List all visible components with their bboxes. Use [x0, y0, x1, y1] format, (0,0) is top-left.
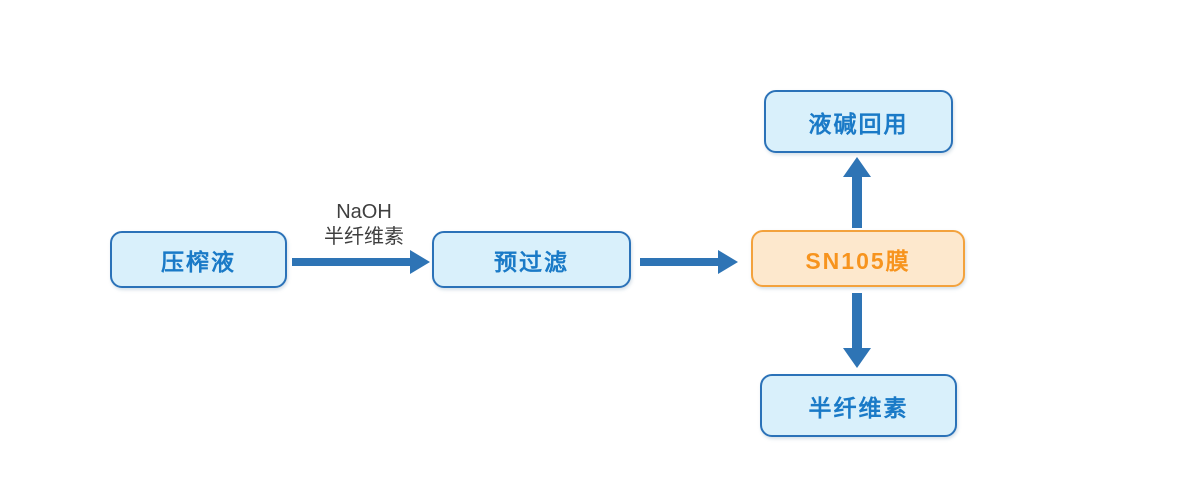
arrow-shaft — [292, 258, 412, 266]
node-press-liquid: 压榨液 — [110, 231, 287, 288]
edge-label-line2: 半纤维素 — [324, 226, 404, 248]
edge-label-naoh-hemicellulose: NaOH 半纤维素 — [294, 200, 434, 250]
arrow-head — [843, 157, 871, 177]
node-pre-filter-label: 预过滤 — [494, 248, 569, 275]
arrow-head — [843, 348, 871, 368]
arrow-right-icon — [640, 250, 738, 274]
node-alkali-reuse-label: 液碱回用 — [808, 110, 909, 137]
node-sn105-membrane: SN105膜 — [751, 230, 965, 287]
node-press-liquid-label: 压榨液 — [161, 248, 236, 275]
arrow-right-icon — [292, 250, 430, 274]
arrow-down-icon — [843, 293, 871, 368]
arrow-up-icon — [843, 157, 871, 228]
arrow-shaft — [640, 258, 720, 266]
edge-label-line1: NaOH — [336, 201, 392, 223]
node-alkali-reuse: 液碱回用 — [764, 90, 953, 153]
node-pre-filter: 预过滤 — [432, 231, 631, 288]
arrow-head — [410, 250, 430, 274]
arrow-head — [718, 250, 738, 274]
arrow-shaft — [852, 293, 862, 350]
node-hemicellulose-label: 半纤维素 — [808, 394, 909, 421]
node-sn105-membrane-label: SN105膜 — [805, 247, 911, 274]
arrow-shaft — [852, 175, 862, 228]
node-hemicellulose: 半纤维素 — [760, 374, 957, 437]
